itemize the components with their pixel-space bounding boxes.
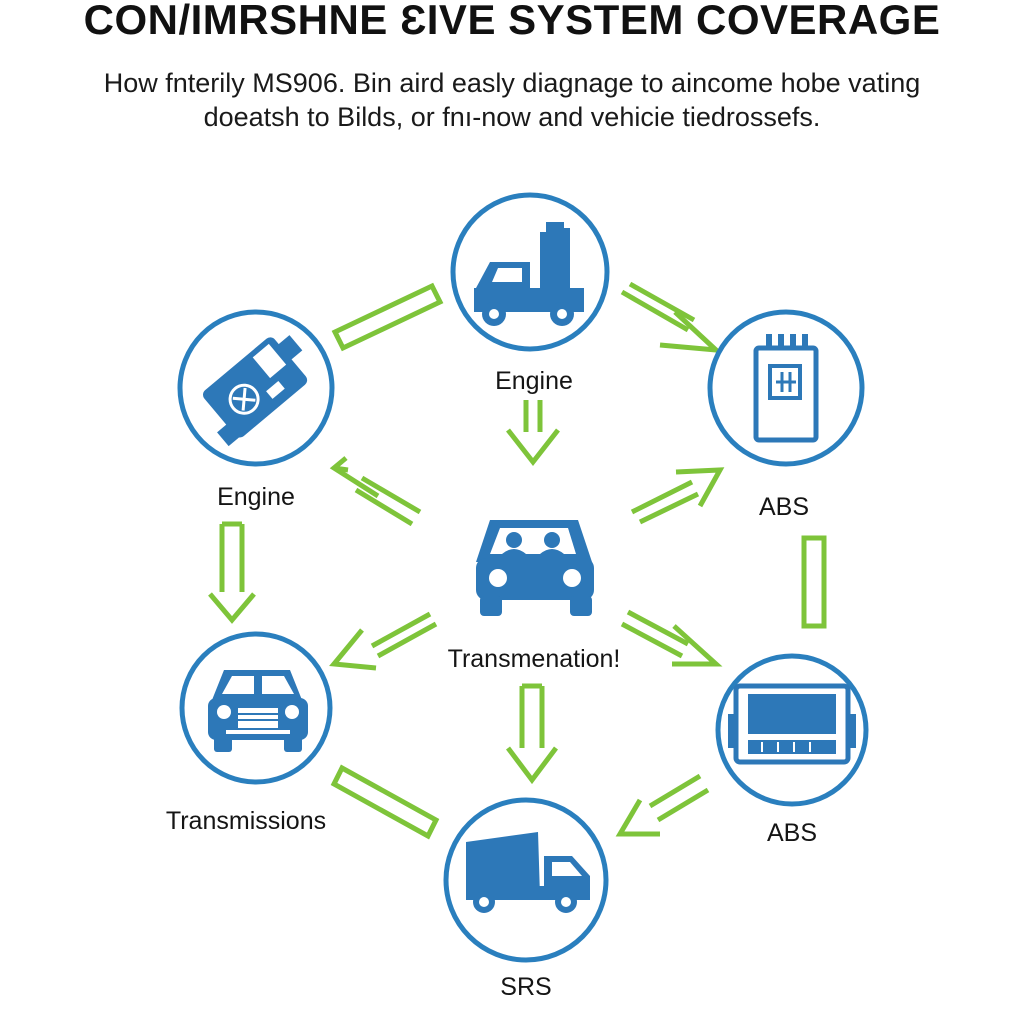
- node-bottom-label: SRS: [500, 973, 552, 1001]
- box-truck-icon: [466, 832, 590, 913]
- arrow-center-down: [506, 683, 558, 785]
- arrow-center-to-lr: [620, 609, 723, 667]
- node-lower-right-label: ABS: [766, 819, 818, 847]
- node-lower-left-label: Transmissions: [165, 807, 327, 835]
- subtitle-line-2: doeatsh to Bilds, or fnı-now and vehicie…: [203, 102, 821, 132]
- arrow-bar-right: [801, 535, 827, 629]
- battery-module-icon: [753, 334, 819, 443]
- obd-scanner-icon: [202, 335, 308, 447]
- arrow-bar-ll-bottom: [330, 764, 440, 840]
- node-upper-right-circle: [707, 309, 865, 467]
- tow-truck-icon: [474, 222, 584, 326]
- arrow-engine-down: [506, 400, 560, 467]
- arrow-center-to-ur: [630, 467, 725, 525]
- arrow-lr-to-bottom: [615, 773, 710, 837]
- sedan-front-icon: [208, 670, 308, 752]
- printer-module-icon: [728, 683, 856, 765]
- arrow-bar-ul-top: [331, 282, 444, 352]
- subtitle: How fnterily MS906. Bin aird easly diagn…: [40, 66, 984, 134]
- node-center-label: Transmenation!: [447, 645, 621, 673]
- node-upper-left-label: Engine: [217, 483, 295, 511]
- arrow-center-to-ll: [329, 611, 438, 671]
- node-top-label: Engine: [495, 367, 573, 395]
- subtitle-line-1: How fnterily MS906. Bin aird easly diagn…: [103, 68, 921, 98]
- car-front-icon: [476, 520, 594, 616]
- page-title: CON/IMRSHNE ƐIVE SYSTEM COVERAGE: [83, 0, 941, 43]
- arrow-center-to-ul: [329, 456, 422, 527]
- node-upper-right-label: ABS: [758, 493, 810, 521]
- arrow-top-to-ur: [620, 281, 724, 354]
- arrow-ul-down: [208, 521, 256, 624]
